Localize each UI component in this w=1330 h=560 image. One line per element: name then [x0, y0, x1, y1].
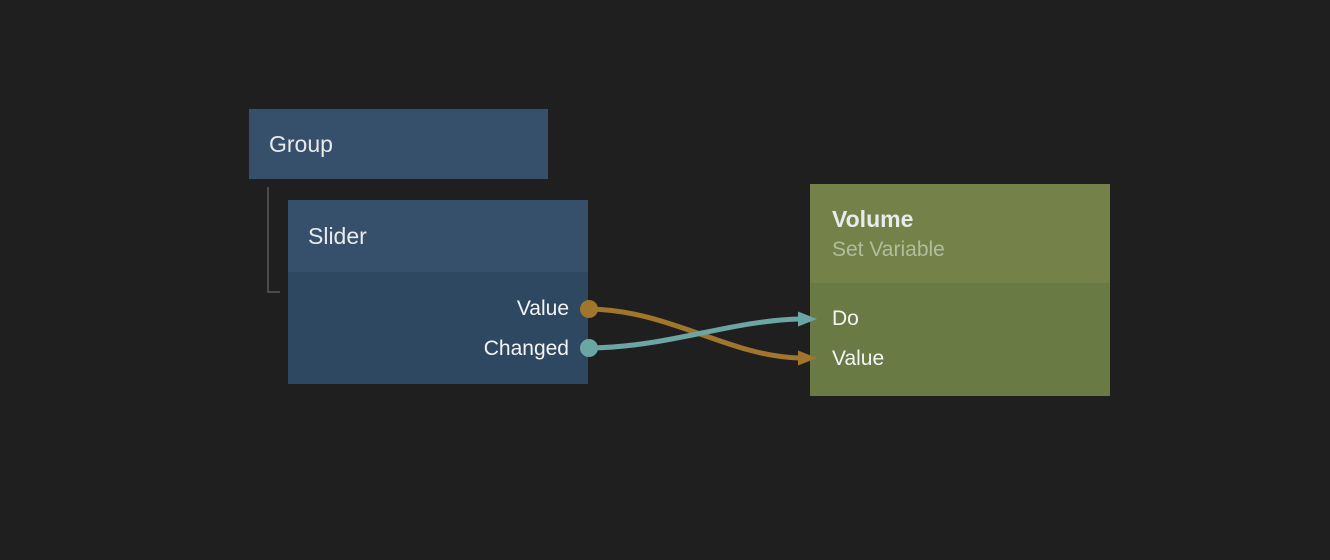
output-port-label-value: Value [516, 297, 569, 320]
output-port-label-changed: Changed [483, 337, 569, 360]
node-volume-body: Do Value [810, 283, 1110, 396]
node-volume-header[interactable]: Volume Set Variable [810, 184, 1110, 283]
output-port-row-value: Value [288, 289, 588, 329]
group-child-connector-line [267, 187, 280, 293]
input-port-label-do: Do [832, 307, 859, 330]
group-label: Group [269, 130, 333, 157]
node-volume-title: Volume [832, 205, 914, 232]
node-slider-body: Value Changed [288, 272, 588, 384]
output-port-row-changed: Changed [288, 329, 588, 369]
wire-slider-changed-to-volume-do[interactable] [588, 316, 800, 351]
wire-slider-value-to-volume-value[interactable] [588, 306, 800, 361]
input-port-row-do: Do [810, 299, 1110, 339]
node-slider-title: Slider [308, 222, 367, 249]
input-port-label-value: Value [832, 347, 885, 370]
input-port-row-value: Value [810, 339, 1110, 379]
group-box[interactable]: Group [249, 109, 548, 179]
node-slider[interactable]: Slider Value Changed [288, 200, 588, 384]
node-slider-header[interactable]: Slider [288, 200, 588, 272]
node-volume-subtitle: Set Variable [832, 237, 945, 261]
node-volume[interactable]: Volume Set Variable Do Value [810, 184, 1110, 396]
